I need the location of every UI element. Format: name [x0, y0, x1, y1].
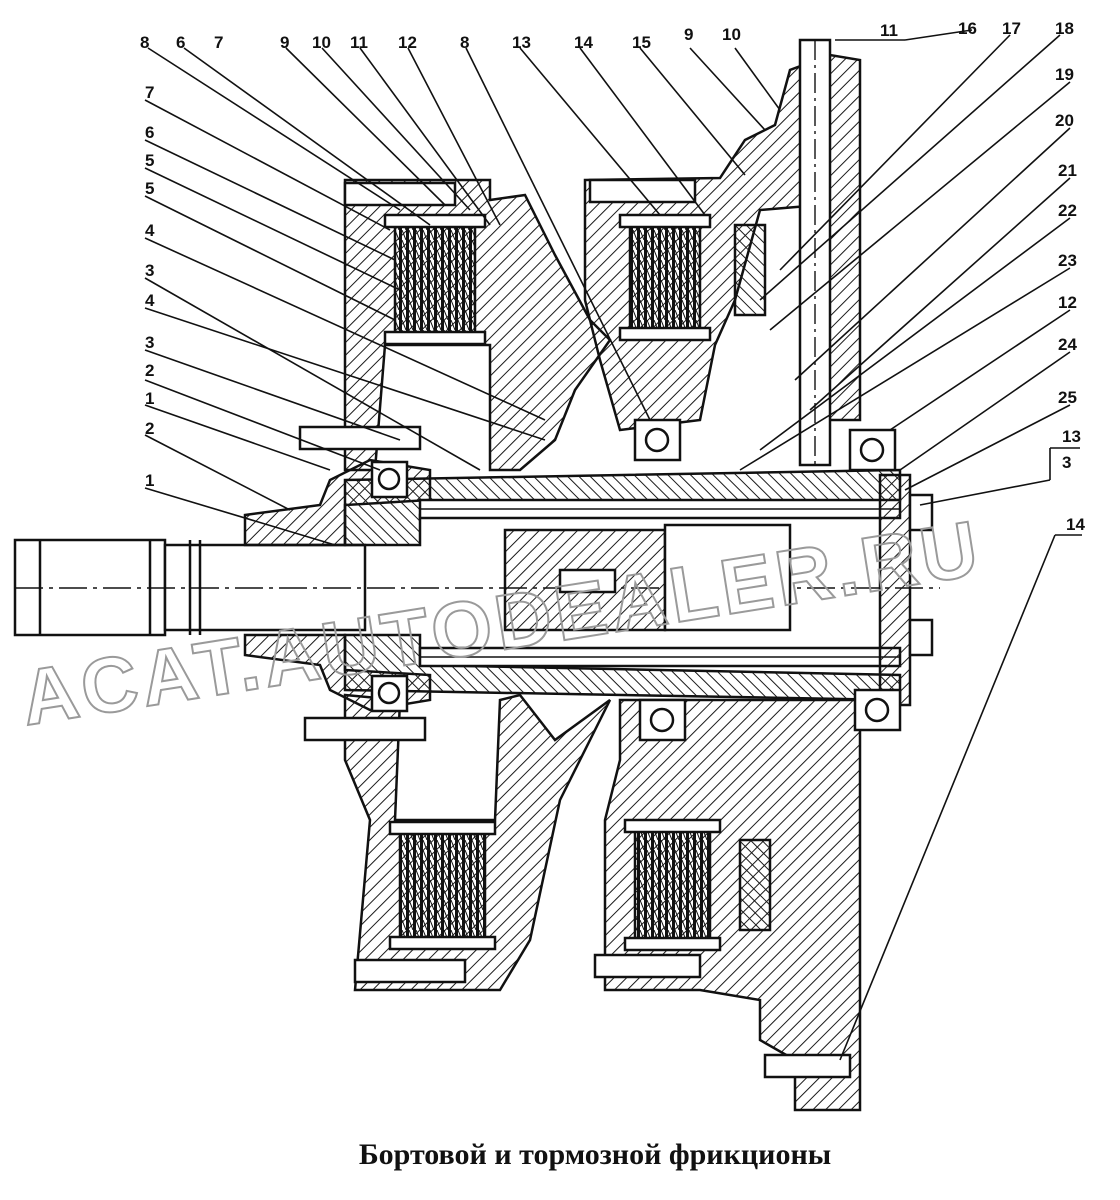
callout-top-11: 15: [632, 33, 651, 52]
callout-top-6: 11: [350, 33, 368, 52]
brake-drum-bottom: [603, 698, 862, 1112]
callout-top-15: 16: [958, 19, 977, 38]
callout-right-2: 20: [1055, 111, 1074, 130]
release-lever-bottom: [738, 838, 772, 932]
callout-labels: 8 6 7 9 10 11 12 8 13 14 15 9 10 11 16 1…: [140, 19, 1085, 534]
callout-right-3: 21: [1058, 161, 1077, 180]
callout-left-12: 1: [145, 471, 154, 490]
callout-right-8: 25: [1058, 388, 1077, 407]
callout-top-1: 8: [140, 33, 149, 52]
callout-right-10: 3: [1062, 453, 1071, 472]
callout-top-17: 18: [1055, 19, 1074, 38]
callout-right-9: 13: [1062, 427, 1081, 446]
bolt-top-left: [343, 181, 457, 207]
callout-left-10: 1: [145, 389, 154, 408]
callout-top-2: 6: [176, 33, 185, 52]
callout-right-1: 19: [1055, 65, 1074, 84]
figure-caption: Бортовой и тормозной фрикционы: [358, 1138, 832, 1171]
callout-right-5: 23: [1058, 251, 1077, 270]
bolt-bottom-right: [593, 953, 702, 979]
callout-top-5: 10: [312, 33, 331, 52]
callout-top-7: 12: [398, 33, 417, 52]
callout-top-13: 10: [722, 25, 741, 44]
bearings: [370, 418, 902, 742]
bolt-top-right: [588, 178, 697, 204]
mount-bolt: [763, 1053, 852, 1079]
release-lever-top: [733, 223, 767, 317]
callout-right-7: 24: [1058, 335, 1077, 354]
callout-leaders: [144, 29, 1082, 1061]
brake-friction-pack-bottom: [633, 828, 712, 942]
callout-top-9: 13: [512, 33, 531, 52]
callout-top-8: 8: [460, 33, 469, 52]
callout-left-2: 6: [145, 123, 154, 142]
bolt-left-upper: [298, 425, 422, 451]
left-friction-pack-top: [393, 223, 477, 337]
shaft-key: [558, 568, 617, 594]
callout-left-9: 2: [145, 361, 154, 380]
end-bolt-bottom: [908, 618, 934, 657]
callout-left-3: 5: [145, 151, 154, 170]
right-end-cap: [878, 473, 912, 707]
callout-top-14: 11: [880, 21, 898, 40]
callout-left-7: 4: [145, 291, 155, 310]
callout-left-6: 3: [145, 261, 154, 280]
section-drawing: [13, 38, 940, 1112]
callout-left-1: 7: [145, 83, 154, 102]
callout-top-4: 9: [280, 33, 289, 52]
bolt-left-lower: [303, 716, 427, 742]
callout-left-8: 3: [145, 333, 154, 352]
callout-right-6: 12: [1058, 293, 1077, 312]
brake-friction-pack-top: [628, 223, 702, 332]
callout-top-3: 7: [214, 33, 223, 52]
callout-left-11: 2: [145, 419, 154, 438]
callout-left-5: 4: [145, 221, 155, 240]
left-friction-pack-bottom: [398, 828, 487, 942]
callout-top-12: 9: [684, 25, 693, 44]
callout-right-4: 22: [1058, 201, 1077, 220]
bolt-bottom-left: [353, 958, 467, 984]
callout-top-10: 14: [574, 33, 593, 52]
callout-right-11: 14: [1066, 515, 1085, 534]
callout-top-16: 17: [1002, 19, 1021, 38]
callout-left-4: 5: [145, 179, 154, 198]
